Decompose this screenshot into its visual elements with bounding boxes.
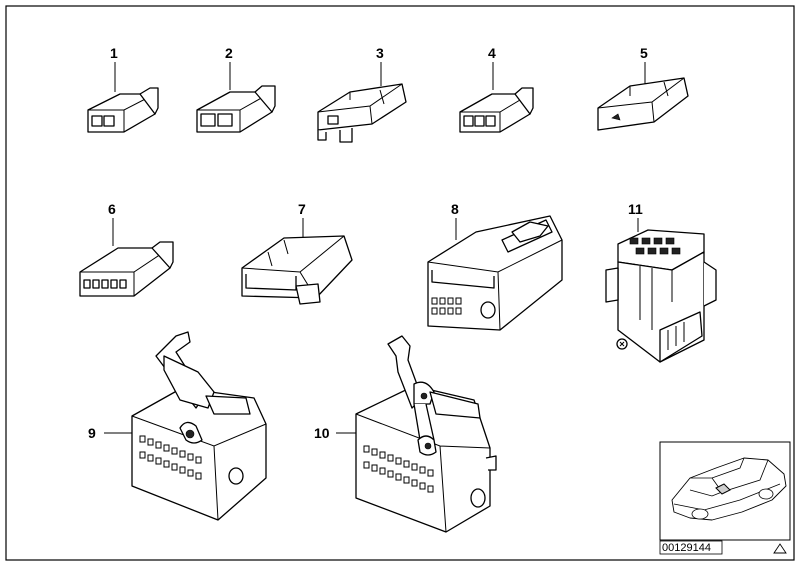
part-4-connector[interactable]: 4: [459, 45, 534, 133]
part-label-11: 11: [628, 201, 643, 217]
warning-triangle-icon: [773, 543, 787, 554]
part-6-connector[interactable]: 6: [79, 201, 174, 297]
part-11-connector[interactable]: 11: [605, 201, 717, 363]
part-8-connector[interactable]: 8: [427, 201, 563, 331]
part-label-3: 3: [376, 45, 384, 61]
reference-number-box: [659, 540, 723, 555]
part-7-connector[interactable]: 7: [241, 201, 353, 305]
part-label-7: 7: [298, 201, 306, 217]
part-10-connector[interactable]: 10: [314, 335, 497, 533]
part-label-6: 6: [108, 201, 116, 217]
reference-number: 00129144: [662, 542, 711, 554]
part-label-8: 8: [451, 201, 459, 217]
part-label-10: 10: [314, 425, 330, 441]
part-3-connector[interactable]: 3: [317, 45, 407, 143]
part-9-connector[interactable]: 9: [88, 331, 267, 521]
part-5-connector[interactable]: 5: [597, 45, 689, 131]
part-label-5: 5: [640, 45, 648, 61]
part-label-4: 4: [488, 45, 496, 61]
diagram-border: [5, 5, 795, 561]
part-label-2: 2: [225, 45, 233, 61]
vehicle-thumbnail-inset: 00129144: [659, 441, 791, 555]
part-label-1: 1: [110, 45, 118, 61]
part-1-connector[interactable]: 1: [87, 45, 159, 133]
part-2-connector[interactable]: 2: [196, 45, 276, 133]
part-label-9: 9: [88, 425, 96, 441]
